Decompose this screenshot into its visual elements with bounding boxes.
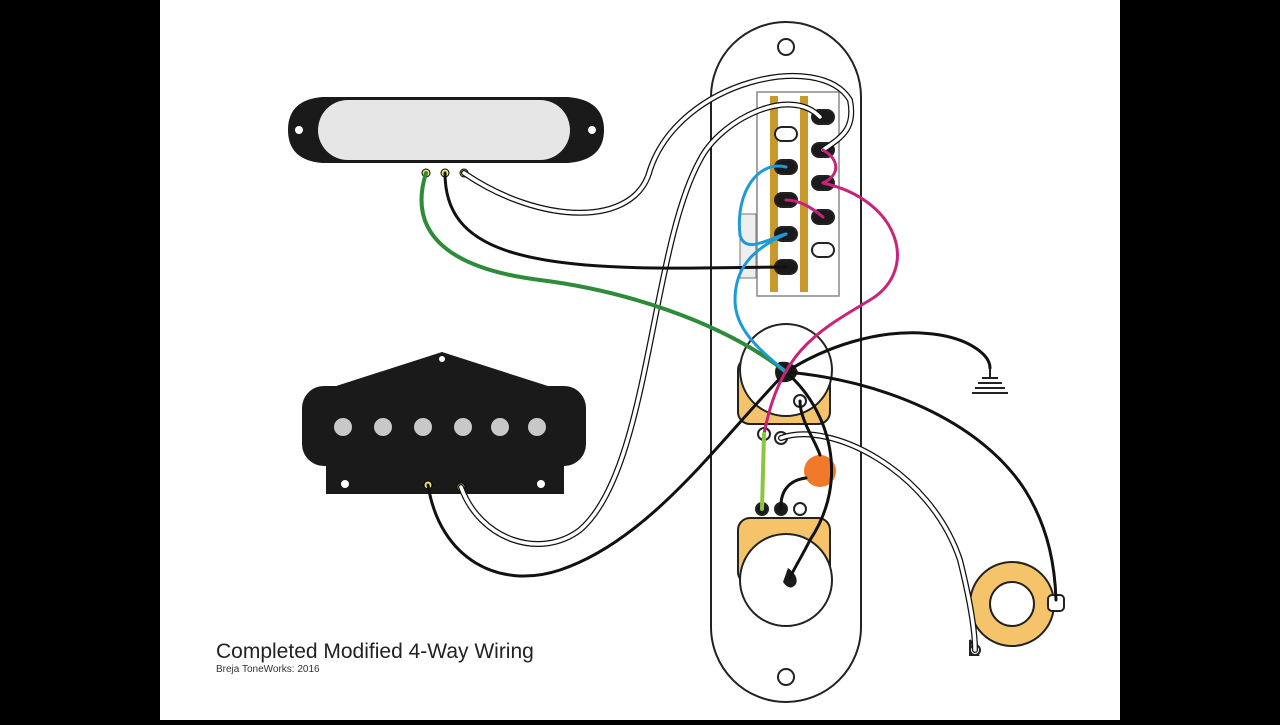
neck-pickup [288, 97, 604, 178]
ground-symbol [972, 368, 1008, 394]
wire-black-cap-to-volume [798, 399, 822, 457]
bridge-pickup-mount-hole-left [341, 480, 349, 488]
pole-piece-4 [454, 418, 472, 436]
switch-lug-l1 [774, 126, 798, 142]
wire-magenta-switch-to-volume [762, 181, 899, 436]
tone-pot-lug-3 [793, 502, 807, 516]
wire-blue-switch-jumper-1 [737, 164, 788, 247]
wire-magenta-switch-jumper-1 [821, 148, 838, 185]
wire-green-neck-ground [419, 171, 788, 374]
wire-white-bridge-hot [459, 102, 822, 546]
switch-spring [739, 213, 757, 279]
plate-screw-hole-bottom [777, 668, 795, 686]
wire-blue-switch-to-volume [733, 232, 788, 374]
diagram-title: Completed Modified 4-Way Wiring [216, 640, 534, 663]
wire-black-neck-to-switch [443, 171, 788, 270]
wire-black-cap-to-tone [779, 476, 808, 511]
tone-pot [737, 502, 833, 627]
wire-white-neck-hot [462, 74, 853, 215]
plate-screw-hole-top [777, 38, 795, 56]
neck-pickup-mount-hole-right [588, 126, 596, 134]
wire-lightgreen-volume-to-tone [760, 432, 766, 511]
pole-piece-6 [528, 418, 546, 436]
pole-piece-2 [374, 418, 392, 436]
wire-black-jack-sleeve [784, 370, 1058, 602]
wire-black-ground-bus [784, 370, 834, 580]
bridge-pickup-mount-hole-right [537, 480, 545, 488]
pole-piece-1 [334, 418, 352, 436]
tone-capacitor [804, 455, 836, 487]
pole-piece-5 [491, 418, 509, 436]
switch-lug-r5 [811, 242, 835, 258]
bridge-pickup [302, 352, 586, 494]
pole-piece-3 [414, 418, 432, 436]
bridge-pickup-top-hole [439, 356, 445, 362]
output-jack [969, 561, 1065, 656]
wire-magenta-switch-jumper-2 [784, 198, 825, 219]
diagram-credit: Breja ToneWorks: 2016 [216, 664, 320, 675]
wire-black-bridge-ground [426, 370, 788, 578]
neck-pickup-mount-hole-left [295, 126, 303, 134]
wire-black-ground-symbol [784, 331, 992, 374]
wire-white-jack-tip [779, 432, 977, 652]
